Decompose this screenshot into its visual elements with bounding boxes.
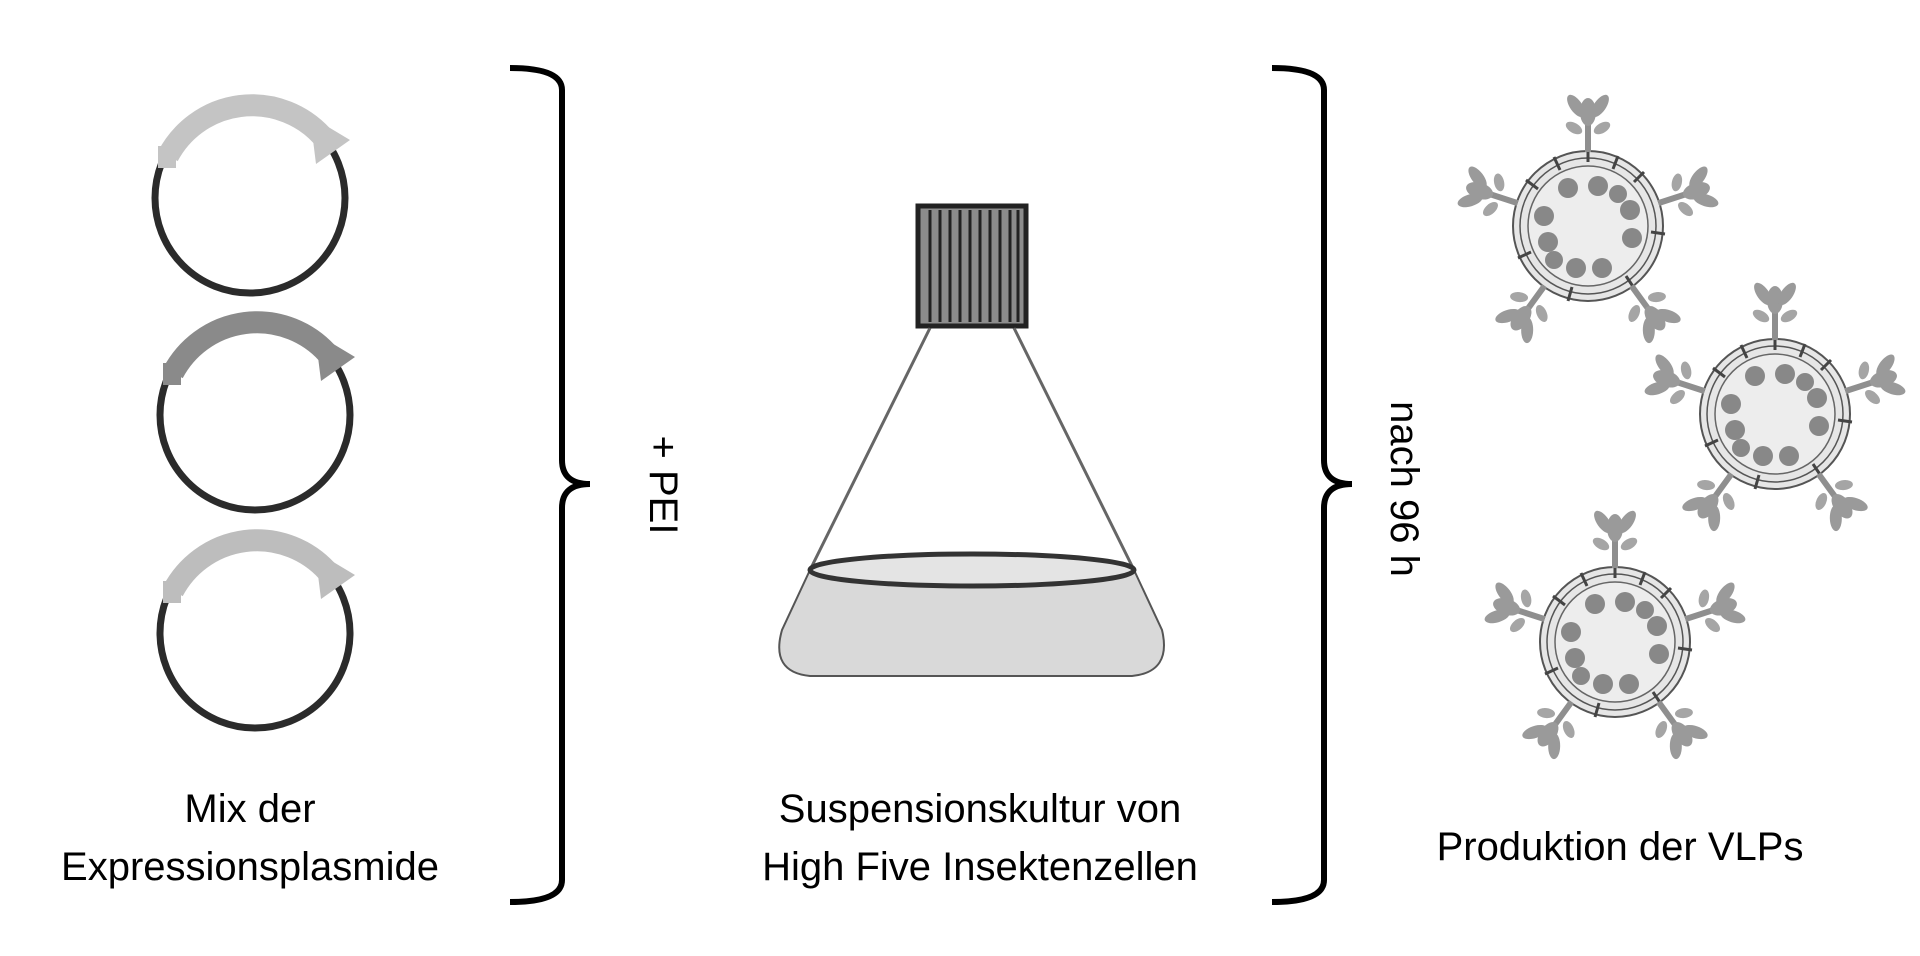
culture-label: Suspensionskultur von High Five Insekten… <box>720 780 1240 896</box>
flask-cap <box>915 203 1029 329</box>
plasmid-mix-line2: Expressionsplasmide <box>61 845 439 889</box>
plasmid-3 <box>160 529 355 728</box>
culture-line2: High Five Insektenzellen <box>762 845 1198 889</box>
flask-body <box>808 327 1136 571</box>
liquid-surface <box>807 551 1137 589</box>
flask-liquid <box>778 569 1165 677</box>
production-label: Produktion der VLPs <box>1436 825 1804 869</box>
plasmid-arrow-icon <box>163 311 336 379</box>
bracket-left <box>509 65 591 905</box>
pei-label: + PEI <box>641 435 685 535</box>
plasmid-2 <box>160 311 355 510</box>
culture-line1: Suspensionskultur von <box>778 787 1182 831</box>
plasmid-mix-label: Mix der Expressionsplasmide <box>40 780 460 896</box>
bracket-right <box>1271 65 1353 905</box>
plasmid-mix-line1: Mix der <box>184 787 316 831</box>
plasmid-arrow-icon <box>163 529 336 597</box>
flask <box>778 203 1165 677</box>
time-label: nach 96 h <box>1382 401 1426 577</box>
vlp-1 <box>1453 92 1723 349</box>
plasmid-1 <box>155 94 350 293</box>
vlp-3 <box>1480 508 1750 765</box>
plasmid-arrow-icon <box>158 94 331 162</box>
